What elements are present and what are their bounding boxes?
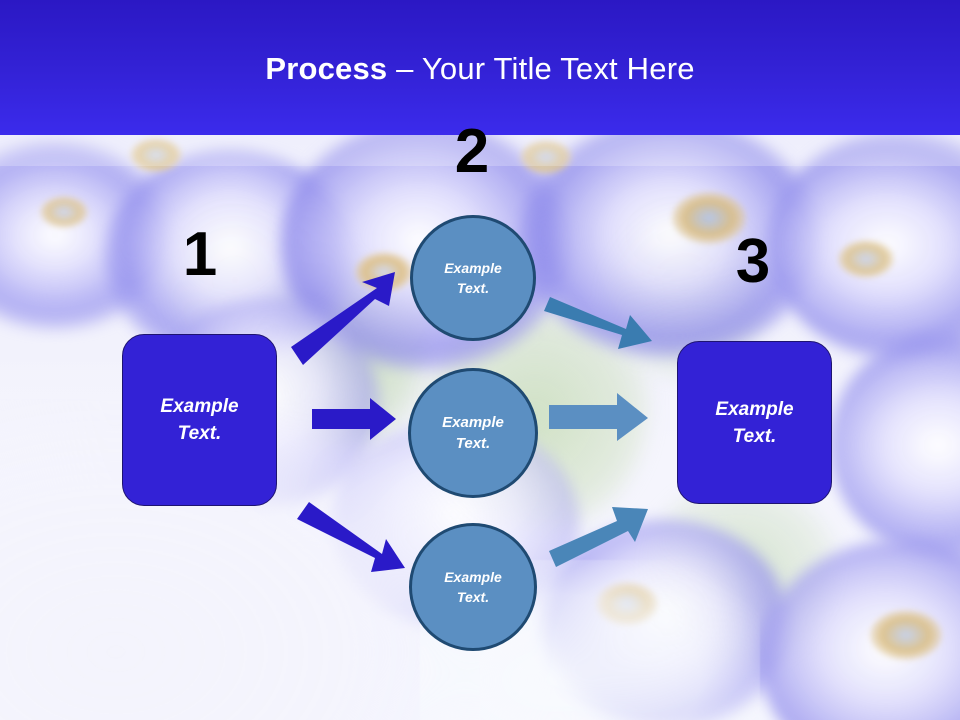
- process-output-box[interactable]: Example Text.: [677, 341, 832, 504]
- page-title: Process – Your Title Text Here: [0, 50, 960, 88]
- process-circle-middle-label: Example Text.: [442, 412, 504, 454]
- flower-center: [838, 240, 894, 278]
- process-circle-bottom-line2: Text.: [456, 589, 490, 605]
- page-title-rest: – Your Title Text Here: [387, 51, 695, 86]
- process-input-box-line2: Text.: [177, 423, 222, 444]
- flower-center: [355, 252, 413, 292]
- process-input-box-label: Example Text.: [160, 393, 238, 447]
- process-input-box[interactable]: Example Text.: [122, 334, 277, 506]
- flower-blob: [830, 330, 960, 560]
- step-number-1: 1: [182, 220, 218, 289]
- process-circle-top-line1: Example: [444, 260, 502, 276]
- process-circle-top-line2: Text.: [456, 280, 490, 296]
- flower-center: [672, 192, 746, 244]
- process-circle-middle[interactable]: Example Text.: [408, 368, 538, 498]
- background-light-band: [0, 135, 960, 166]
- step-number-3: 3: [735, 227, 771, 296]
- process-circle-middle-line2: Text.: [455, 435, 491, 452]
- process-input-box-line1: Example: [160, 396, 239, 417]
- process-output-box-line1: Example: [715, 398, 794, 420]
- process-output-box-label: Example Text.: [715, 396, 793, 450]
- process-circle-bottom-line1: Example: [444, 569, 502, 585]
- process-output-box-line2: Text.: [732, 425, 777, 447]
- flower-center: [870, 610, 942, 660]
- process-circle-bottom-label: Example Text.: [444, 567, 502, 607]
- process-circle-middle-line1: Example: [442, 414, 504, 431]
- process-circle-top-label: Example Text.: [444, 258, 502, 298]
- flower-center: [40, 196, 88, 228]
- title-bar: Process – Your Title Text Here: [0, 0, 960, 135]
- step-number-2: 2: [454, 117, 490, 186]
- page-title-strong: Process: [265, 51, 388, 86]
- process-circle-bottom[interactable]: Example Text.: [409, 523, 537, 651]
- flower-center: [130, 138, 182, 172]
- process-circle-top[interactable]: Example Text.: [410, 215, 536, 341]
- flower-center: [520, 140, 572, 174]
